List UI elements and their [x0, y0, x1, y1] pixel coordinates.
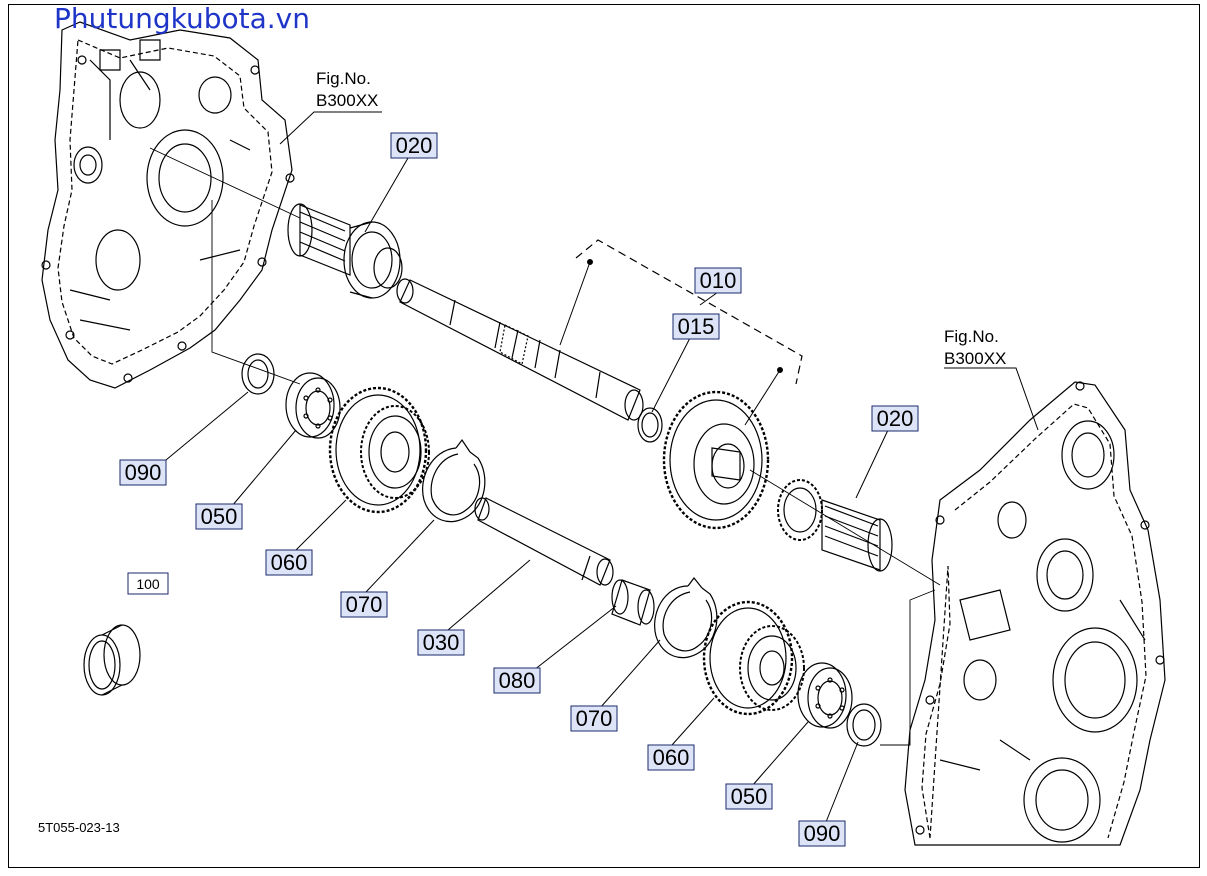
label-060-lower[interactable]: 060	[647, 744, 695, 771]
svg-text:090: 090	[125, 460, 162, 485]
label-050-upper[interactable]: 050	[195, 503, 243, 530]
label-030[interactable]: 030	[417, 629, 465, 656]
fig-ref-left: Fig.No. B300XX	[316, 69, 378, 110]
part-020-upper-gear	[287, 203, 403, 299]
svg-text:030: 030	[423, 630, 460, 655]
label-leaders	[165, 111, 1039, 823]
part-080-bushing	[611, 579, 655, 626]
label-080[interactable]: 080	[493, 667, 541, 694]
part-070-circlip-upper	[422, 438, 486, 523]
label-070-lower[interactable]: 070	[570, 705, 618, 732]
svg-text:070: 070	[576, 706, 613, 731]
part-030-shaft	[474, 497, 614, 586]
label-010[interactable]: 010	[694, 267, 742, 294]
part-090-washer-lower	[846, 703, 882, 747]
site-watermark: Phutungkubota.vn	[54, 2, 310, 35]
part-020-lower-gear	[777, 479, 893, 572]
fig-ref-right-line2: B300XX	[944, 349, 1006, 368]
part-060-gear-lower	[702, 600, 805, 716]
part-050-bearing-upper	[285, 372, 341, 439]
svg-text:050: 050	[731, 784, 768, 809]
svg-text:020: 020	[396, 133, 433, 158]
part-070-circlip-lower	[654, 577, 718, 659]
fig-ref-right-line1: Fig.No.	[944, 327, 999, 346]
label-090-upper[interactable]: 090	[119, 459, 167, 486]
svg-text:070: 070	[346, 592, 383, 617]
part-010-main-shaft	[396, 278, 644, 421]
svg-text:060: 060	[271, 550, 308, 575]
left-transmission-housing	[41, 21, 295, 389]
label-100[interactable]: 100	[127, 572, 169, 595]
label-070-upper[interactable]: 070	[340, 591, 388, 618]
fig-ref-right: Fig.No. B300XX	[944, 327, 1006, 368]
leader-lines	[559, 259, 783, 426]
svg-text:020: 020	[877, 406, 914, 431]
document-number: 5T055-023-13	[38, 820, 120, 835]
label-090-lower[interactable]: 090	[798, 820, 846, 847]
part-010-large-gear	[662, 390, 770, 530]
svg-text:050: 050	[201, 504, 238, 529]
part-050-bearing-lower	[797, 662, 853, 729]
part-labels: 020 010 015 020 090 050 060 070	[119, 132, 919, 847]
drawing-frame	[8, 4, 1200, 868]
part-090-washer-upper	[241, 353, 275, 395]
right-transmission-housing	[904, 381, 1166, 846]
svg-text:090: 090	[804, 821, 841, 846]
fig-ref-left-line2: B300XX	[316, 91, 378, 110]
part-015-snap-ring	[637, 407, 663, 443]
label-020-lower[interactable]: 020	[871, 405, 919, 432]
svg-text:015: 015	[678, 314, 715, 339]
label-020-upper[interactable]: 020	[390, 132, 438, 159]
part-060-gear-upper	[328, 386, 430, 514]
svg-text:080: 080	[499, 668, 536, 693]
svg-text:010: 010	[700, 268, 737, 293]
part-010-group-bracket	[575, 239, 803, 385]
svg-text:100: 100	[136, 576, 160, 592]
label-015[interactable]: 015	[672, 313, 720, 340]
label-060-upper[interactable]: 060	[265, 549, 313, 576]
label-050-lower[interactable]: 050	[725, 783, 773, 810]
part-100-ring	[83, 624, 141, 696]
fig-ref-left-line1: Fig.No.	[316, 69, 371, 88]
svg-text:060: 060	[653, 745, 690, 770]
axis-lines	[149, 147, 941, 746]
